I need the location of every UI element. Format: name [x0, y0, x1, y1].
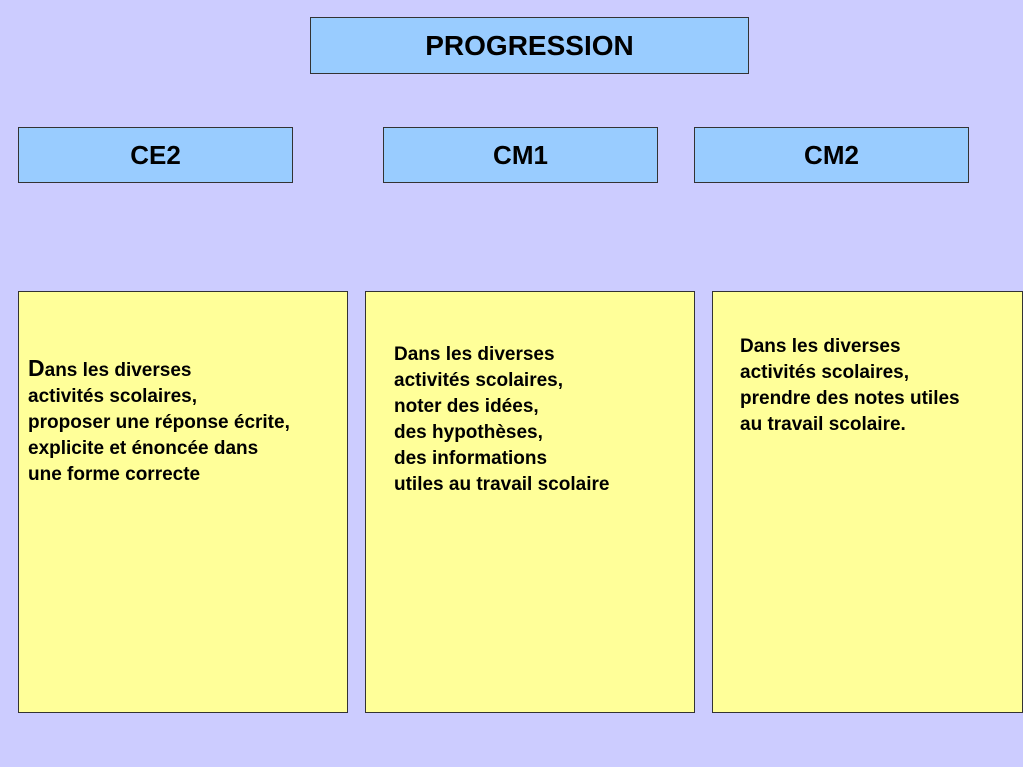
content-line: des informations	[394, 448, 548, 469]
content-line: noter des idées,	[394, 396, 539, 417]
content-box-cm2: Dans les diverses activités scolaires, p…	[712, 291, 1023, 713]
content-line: activités scolaires,	[394, 370, 563, 391]
drop-initial: D	[28, 355, 45, 381]
content-line: proposer une réponse écrite,	[28, 412, 290, 433]
level-box-cm1: CM1	[383, 127, 658, 183]
content-text-ce2: Dans les diverses activités scolaires, p…	[28, 355, 290, 488]
content-text-cm2: Dans les diverses activités scolaires, p…	[740, 334, 960, 438]
level-box-ce2: CE2	[18, 127, 293, 183]
content-box-cm1: Dans les diverses activités scolaires, n…	[365, 291, 695, 713]
content-box-ce2: Dans les diverses activités scolaires, p…	[18, 291, 348, 713]
level-label-cm1: CM1	[493, 139, 548, 170]
content-line: activités scolaires,	[740, 362, 909, 383]
content-line: prendre des notes utiles	[740, 388, 960, 409]
content-line: Dans les diverses	[740, 336, 901, 357]
progression-title-box: PROGRESSION	[310, 17, 749, 74]
content-line: activités scolaires,	[28, 386, 197, 407]
level-label-cm2: CM2	[804, 139, 859, 170]
content-line: explicite et énoncée dans	[28, 438, 259, 459]
content-text-cm1: Dans les diverses activités scolaires, n…	[394, 342, 609, 498]
level-box-cm2: CM2	[694, 127, 969, 183]
content-line: utiles au travail scolaire	[394, 474, 610, 495]
content-line: une forme correcte	[28, 464, 201, 485]
level-label-ce2: CE2	[130, 139, 181, 170]
progression-title: PROGRESSION	[425, 29, 634, 61]
content-line: Dans les diverses	[28, 355, 192, 381]
content-line: au travail scolaire.	[740, 414, 906, 435]
content-line: des hypothèses,	[394, 422, 543, 443]
content-line: Dans les diverses	[394, 344, 555, 365]
